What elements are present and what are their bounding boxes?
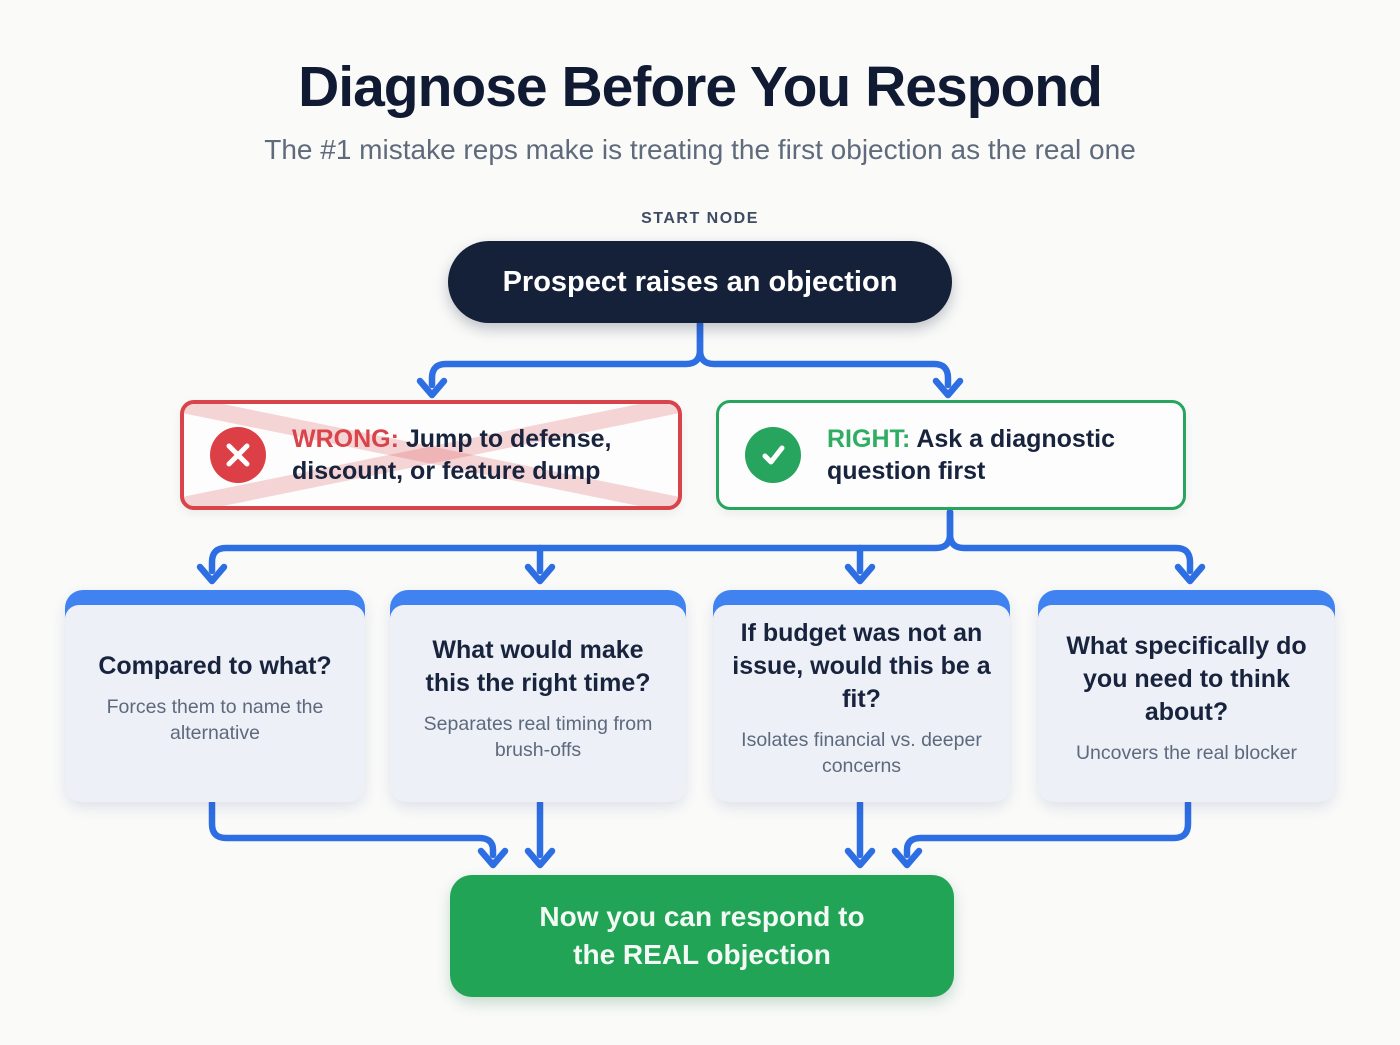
question-title: What would make this the right time?: [425, 635, 651, 697]
wrong-text: Jump to defense, discount, or feature du…: [292, 424, 612, 486]
question-card-think-about: What specifically do you need to think a…: [1038, 590, 1335, 802]
connector-card4-to-end: [903, 799, 1192, 859]
arrowhead-icon: [416, 377, 448, 399]
right-branch-box: RIGHT: Ask a diagnostic question first: [716, 400, 1186, 510]
question-card-body: What would make this the right time? Sep…: [390, 605, 686, 802]
start-node: Prospect raises an objection: [448, 241, 952, 323]
question-title: What specifically do you need to think a…: [1066, 632, 1307, 727]
arrowhead-icon: [1174, 563, 1206, 585]
wrong-branch-text: WRONG: Jump to defense, discount, or fea…: [292, 423, 652, 488]
connector-card1-to-end: [208, 799, 497, 859]
question-card-body: Compared to what? Forces them to name th…: [65, 605, 365, 802]
arrowhead-icon: [932, 377, 964, 399]
arrowhead-icon: [844, 847, 876, 869]
arrowhead-icon: [891, 847, 923, 869]
arrowhead-icon: [477, 847, 509, 869]
start-node-text: Prospect raises an objection: [502, 265, 898, 298]
question-subtitle: Uncovers the real blocker: [1075, 742, 1298, 765]
end-node-line2: the REAL objection: [573, 939, 831, 970]
right-text: Ask a diagnostic question first: [827, 424, 1116, 486]
right-label: RIGHT:: [827, 424, 911, 453]
question-card-budget-fit: If budget was not an issue, would this b…: [713, 590, 1010, 802]
right-branch-text: RIGHT: Ask a diagnostic question first: [827, 423, 1157, 488]
check-circle-icon: [745, 427, 801, 483]
page-subtitle: The #1 mistake reps make is treating the…: [264, 134, 1136, 165]
end-node-line1: Now you can respond to: [539, 901, 865, 933]
question-title: If budget was not an issue, would this b…: [732, 619, 991, 714]
x-circle-icon: [210, 427, 266, 483]
question-card-right-time: What would make this the right time? Sep…: [390, 590, 686, 802]
connector-start-to-wrong: [428, 320, 704, 389]
page-title: Diagnose Before You Respond: [298, 55, 1103, 119]
arrowhead-icon: [524, 847, 556, 869]
question-subtitle: Isolates financial vs. deeper concerns: [741, 729, 982, 777]
question-subtitle: Forces them to name the alternative: [106, 696, 324, 744]
question-title: Compared to what?: [98, 652, 332, 681]
question-card-body: What specifically do you need to think a…: [1038, 605, 1335, 802]
arrowhead-icon: [196, 563, 228, 585]
question-card-body: If budget was not an issue, would this b…: [713, 605, 1010, 802]
connector-right-to-card4: [946, 508, 1194, 575]
question-subtitle: Separates real timing from brush-offs: [423, 712, 653, 761]
start-node-label: START NODE: [641, 210, 759, 227]
end-node: Now you can respond to the REAL objectio…: [450, 875, 954, 997]
question-card-compared-to-what: Compared to what? Forces them to name th…: [65, 590, 365, 802]
arrowhead-icon: [524, 563, 556, 585]
wrong-label: WRONG:: [292, 424, 399, 453]
connector-right-to-card1: [208, 508, 954, 575]
wrong-branch-box: WRONG: Jump to defense, discount, or fea…: [180, 400, 682, 510]
arrowhead-icon: [844, 563, 876, 585]
connector-start-to-right: [696, 320, 952, 389]
